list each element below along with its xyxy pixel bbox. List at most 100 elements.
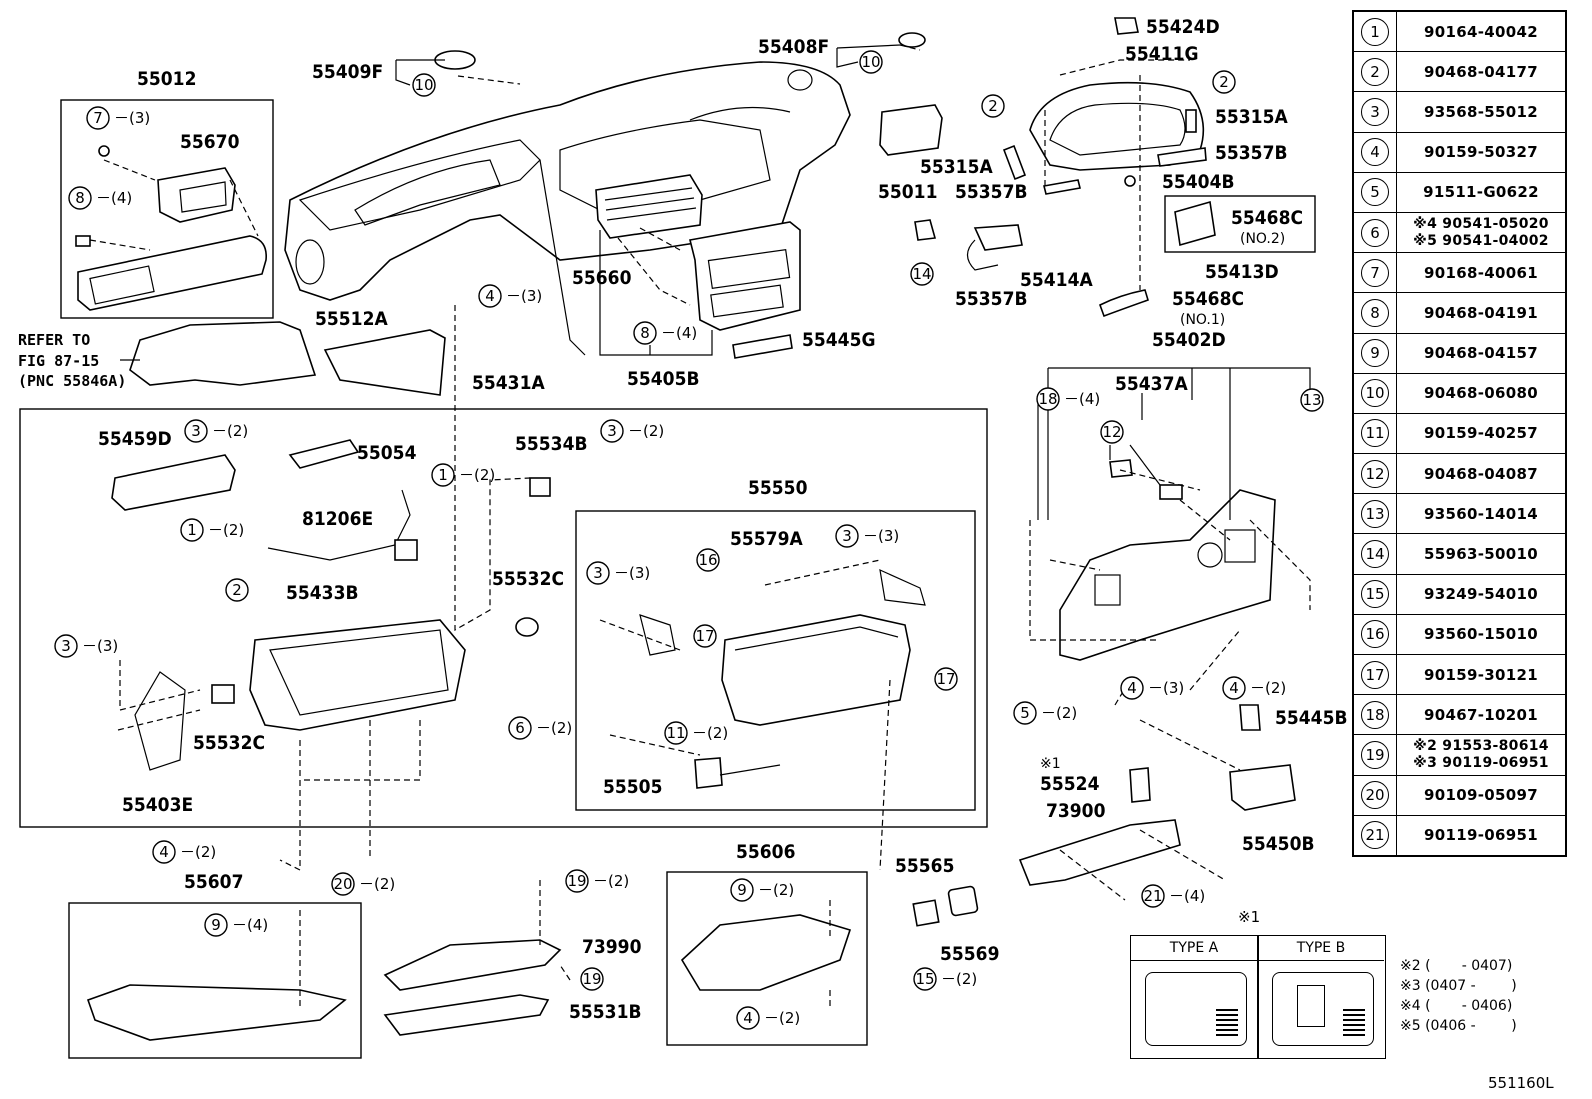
- part-55315a-l-drawing: [1002, 144, 1027, 181]
- type-box: TYPE A TYPE B: [1130, 935, 1386, 1059]
- part-55408f-drawing: [898, 32, 926, 48]
- type-a-icon: [1145, 972, 1247, 1046]
- label-55468C-1-sub: (NO.1): [1180, 312, 1225, 328]
- svg-text:12: 12: [1102, 423, 1121, 441]
- reference-num: 9: [1361, 339, 1389, 368]
- part-55450b-drawing: [1229, 764, 1296, 811]
- label-55315A-r: 55315A: [1215, 106, 1288, 128]
- svg-text:3: 3: [607, 422, 617, 440]
- lock-rod-drawing: [719, 764, 781, 776]
- part-73990-drawing: [383, 939, 562, 991]
- date-note-5: ※5 (0406 - ): [1400, 1018, 1517, 1034]
- label-55054: 55054: [357, 442, 417, 464]
- svg-text:－(2): －(2): [359, 875, 395, 893]
- label-55445B: 55445B: [1275, 707, 1348, 729]
- svg-text:－(2): －(2): [180, 843, 216, 861]
- stopper-55532c-r-drawing: [515, 617, 539, 637]
- svg-text:－(3): －(3): [506, 287, 542, 305]
- svg-text:9: 9: [211, 916, 221, 934]
- label-55413D: 55413D: [1205, 261, 1279, 283]
- date-note-2: ※2 ( - 0407): [1400, 958, 1513, 974]
- lower-panel-55402d-drawing: [1059, 489, 1276, 661]
- figure-code: 551160L: [1488, 1074, 1554, 1092]
- svg-text:4: 4: [743, 1009, 753, 1027]
- box-55413D: [1164, 195, 1316, 253]
- svg-text:－(3): －(3): [1148, 679, 1184, 697]
- svg-text:17: 17: [695, 627, 714, 645]
- part-55414a-drawing: [973, 224, 1023, 251]
- reference-num-cell: 1: [1352, 10, 1397, 53]
- side-vent-55670-drawing: [75, 145, 267, 311]
- callout-19b: 19: [580, 967, 604, 991]
- reference-part-cell: 90159-30121: [1396, 653, 1567, 696]
- reference-num-cell: 7: [1352, 252, 1397, 294]
- reference-num-cell: 15: [1352, 573, 1397, 615]
- date-note-4: ※4 ( - 0406): [1400, 998, 1513, 1014]
- box-55550: [575, 510, 976, 811]
- callout-4a: 4 －(3): [478, 284, 542, 308]
- reference-part-cell: 90468-04177: [1396, 51, 1567, 93]
- label-55468C-1: 55468C: [1172, 288, 1244, 310]
- reference-num-cell: 10: [1352, 372, 1397, 414]
- label-55437A: 55437A: [1115, 373, 1188, 395]
- reference-num: 3: [1361, 97, 1389, 126]
- box-55607: [68, 902, 362, 1059]
- callout-2a: 2: [981, 94, 1005, 118]
- reference-part-cell: 93560-15010: [1396, 613, 1567, 656]
- reference-part-number: 90159-50327: [1424, 143, 1538, 162]
- reference-part-cell: ※4 90541-05020※5 90541-04002: [1396, 211, 1567, 254]
- callout-16: 16: [696, 548, 720, 572]
- svg-text:4: 4: [159, 843, 169, 861]
- part-55437a-b-drawing: [1159, 484, 1183, 500]
- svg-text:－(4): －(4): [1169, 887, 1205, 905]
- reference-part-cell: 90109-05097: [1396, 774, 1567, 816]
- part-55404b-drawing: [1124, 175, 1136, 187]
- svg-text:－(2): －(2): [692, 724, 728, 742]
- part-55468c1-drawing: [1099, 289, 1149, 318]
- reference-part-number: 90468-04157: [1424, 344, 1538, 363]
- label-55402D: 55402D: [1152, 329, 1226, 351]
- part-55468c2-drawing: [1174, 200, 1216, 247]
- refer-line-1: REFER TO: [18, 331, 90, 349]
- label-55569: 55569: [940, 943, 999, 965]
- seal-55403e-drawing: [134, 671, 186, 771]
- label-81206E: 81206E: [302, 508, 373, 530]
- reference-row: 15 93249-54010: [1352, 573, 1567, 615]
- callout-17b: 17: [934, 667, 958, 691]
- svg-text:10: 10: [414, 76, 433, 94]
- type-b-icon: [1272, 972, 1374, 1046]
- reference-num: 19: [1361, 740, 1389, 769]
- svg-text:14: 14: [912, 265, 931, 283]
- reference-part-cell: ※2 91553-80614※3 90119-06951: [1396, 734, 1567, 776]
- callout-10b: 10: [859, 50, 883, 74]
- callout-19a: 19－(2): [565, 869, 629, 893]
- svg-text:－(4): －(4): [232, 916, 268, 934]
- label-55403E: 55403E: [122, 794, 193, 816]
- reference-part-number: 90468-06080: [1424, 384, 1538, 403]
- part-55357b-r-drawing: [1157, 147, 1207, 167]
- svg-text:－(3): －(3): [614, 564, 650, 582]
- svg-text:8: 8: [75, 189, 85, 207]
- reference-part-cell: 90164-40042: [1396, 10, 1567, 53]
- reference-part-number: 93249-54010: [1424, 585, 1538, 604]
- svg-text:－(3): －(3): [114, 109, 150, 127]
- label-55512A: 55512A: [315, 308, 388, 330]
- svg-text:4: 4: [485, 287, 495, 305]
- callout-18: 18－(4): [1036, 387, 1100, 411]
- callout-2b: 2: [1212, 70, 1236, 94]
- label-55357B-r: 55357B: [1215, 142, 1288, 164]
- label-55411G: 55411G: [1125, 43, 1199, 65]
- label-55532C-r: 55532C: [492, 568, 564, 590]
- label-73990: 73990: [582, 936, 642, 958]
- reference-num-cell: 13: [1352, 493, 1397, 535]
- reference-part-number: ※2 91553-80614: [1413, 737, 1549, 754]
- label-55468C-2: 55468C: [1231, 207, 1303, 229]
- reference-num-cell: 5: [1352, 171, 1397, 213]
